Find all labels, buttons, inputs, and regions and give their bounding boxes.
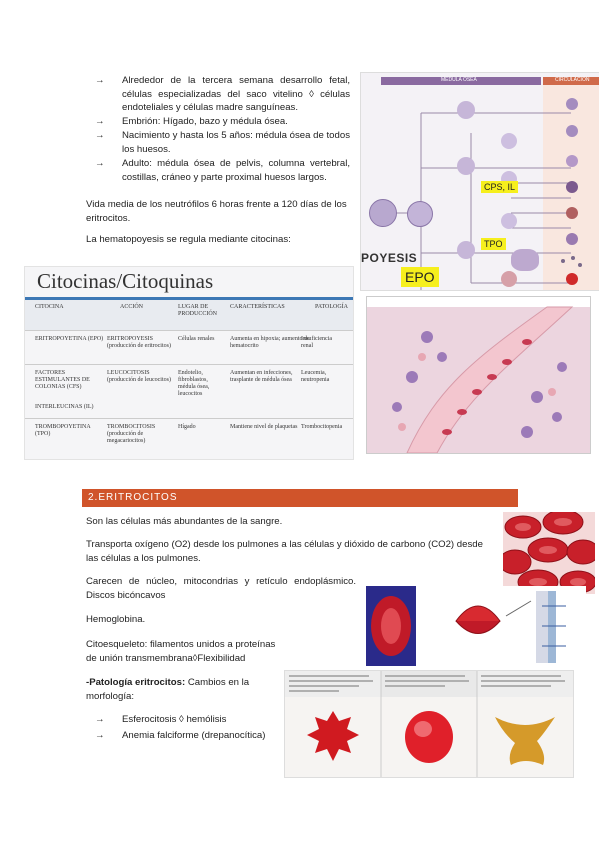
title-underline bbox=[25, 297, 353, 300]
table-header-cell: LUGAR DE PRODUCCIÓN bbox=[178, 304, 218, 317]
paragraph-regulacion: La hematopoyesis se regula mediante cito… bbox=[86, 234, 291, 245]
table-row-divider bbox=[25, 418, 353, 419]
eritrocitos-p3: Carecen de núcleo, mitocondrias y retícu… bbox=[86, 576, 356, 601]
bullet-arrow: → bbox=[95, 730, 105, 741]
table-cell: INTERLEUCINAS (IL) bbox=[35, 404, 94, 410]
label-cps-il: CPS, IL bbox=[481, 181, 519, 193]
table-cell: TROMBOPOYETINA (TPO) bbox=[35, 424, 91, 437]
monocyte-cell bbox=[566, 125, 578, 137]
section-header-text: 2.ERITROCITOS bbox=[88, 492, 178, 503]
table-row-divider bbox=[25, 364, 353, 365]
label-poyesis: POYESIS bbox=[361, 251, 418, 265]
patologia-label: -Patología eritrocitos: bbox=[86, 677, 186, 688]
table-cell: Leucemia, neutropenia bbox=[301, 370, 330, 383]
table-header-cell: CITOCINA bbox=[35, 304, 64, 310]
table-cell: Endotelio, fibroblastos, médula ósea, le… bbox=[178, 370, 210, 397]
bullet-arrow: → bbox=[95, 75, 105, 86]
platelet-cell bbox=[571, 256, 575, 260]
erythroblast-cell bbox=[501, 271, 517, 287]
paragraph-vida-media: Vida media de los neutrófilos 6 horas fr… bbox=[86, 199, 347, 224]
bullet-text-adulto: Adulto: médula ósea de pelvis, columna v… bbox=[122, 158, 350, 183]
tissue-illustration bbox=[367, 297, 590, 453]
eritrocitos-p2: Transporta oxígeno (O2) desde los pulmon… bbox=[86, 539, 483, 564]
table-cell: ERITROPOYETINA (EPO) bbox=[35, 336, 104, 342]
rbc-structure-diagram bbox=[366, 586, 586, 666]
table-cell: Trombocitopenia bbox=[301, 424, 343, 430]
citocinas-table-figure: Citocinas/Citoquinas CITOCINA ACCIÓN LUG… bbox=[24, 266, 354, 460]
myeloid-cell bbox=[457, 157, 475, 175]
table-cell: ERITROPOYESIS (producción de eritrocitos… bbox=[107, 336, 171, 349]
citocinas-title: Citocinas/Citoquinas bbox=[37, 269, 214, 293]
figure-header-circulacion: CIRCULACIÓN bbox=[543, 77, 599, 85]
table-cell: Aumenta en hipoxia; aumento de hematocri… bbox=[230, 336, 310, 349]
table-cell: FACTORES ESTIMULANTES DE COLONIAS (CFS) bbox=[35, 370, 90, 390]
bullet-arrow: → bbox=[95, 714, 105, 725]
lymphocyte-cell bbox=[566, 98, 578, 110]
table-cell: TROMBOCITOSIS (producción de megacarioci… bbox=[107, 424, 156, 444]
rbc-morphology-svg bbox=[285, 671, 573, 777]
platelet-cell bbox=[578, 263, 582, 267]
red-blood-cell bbox=[566, 273, 578, 285]
table-cell: Mantiene nivel de plaquetas bbox=[230, 424, 298, 430]
table-header-cell: ACCIÓN bbox=[120, 304, 144, 310]
bullet-text-nacimiento: Nacimiento y hasta los 5 años: médula ós… bbox=[122, 130, 350, 155]
bullet-text-embrion: Embrión: Hígado, bazo y médula ósea. bbox=[122, 116, 288, 127]
eritrocitos-p5: Citoesqueleto: filamentos unidos a prote… bbox=[86, 639, 276, 664]
stem-cell bbox=[369, 199, 397, 227]
bullet-text-fetal: Alrededor de la tercera semana desarroll… bbox=[122, 75, 350, 114]
bullet-anemia-falciforme: Anemia falciforme (drepanocítica) bbox=[122, 730, 266, 741]
bullet-esferocitosis: Esferocitosis ◊ hemólisis bbox=[122, 714, 227, 725]
progenitor-cell bbox=[407, 201, 433, 227]
precursor-cell bbox=[501, 213, 517, 229]
table-row-divider bbox=[25, 330, 353, 331]
macrophage-cell bbox=[566, 233, 578, 245]
red-blood-cells-image bbox=[503, 512, 595, 594]
figure-header-medula: MÉDULA ÓSEA bbox=[381, 77, 541, 85]
label-epo: EPO bbox=[401, 267, 439, 287]
bone-marrow-tissue-figure bbox=[366, 296, 591, 454]
table-cell: Células renales bbox=[178, 336, 215, 342]
eritrocitos-p6: -Patología eritrocitos: Cambios en la mo… bbox=[86, 676, 266, 703]
patologia-rest: Cambios en la morfología: bbox=[86, 677, 250, 702]
eritrocitos-p1: Son las células más abundantes de la san… bbox=[86, 516, 283, 527]
bullet-arrow: → bbox=[95, 116, 105, 127]
eritrocitos-p4: Hemoglobina. bbox=[86, 614, 146, 625]
basophil-cell bbox=[566, 181, 578, 193]
megakaryocyte-cell bbox=[511, 249, 539, 271]
table-cell: LEUCOCITOSIS (producción de leucocitos) bbox=[107, 370, 171, 383]
rbc-cluster bbox=[503, 512, 595, 594]
bullet-arrow: → bbox=[95, 158, 105, 169]
rbc-structure-svg bbox=[366, 586, 566, 666]
bullet-arrow: → bbox=[95, 130, 105, 141]
table-cell: Aumentan en infecciones, trasplante de m… bbox=[230, 370, 293, 383]
table-cell: Hígado bbox=[178, 424, 196, 430]
erythroid-cell bbox=[457, 241, 475, 259]
table-header-cell: CARACTERÍSTICAS bbox=[230, 304, 285, 310]
platelet-cell bbox=[561, 259, 565, 263]
section-header-eritrocitos: 2.ERITROCITOS bbox=[82, 489, 518, 507]
label-tpo: TPO bbox=[481, 238, 506, 250]
neutrophil-cell bbox=[566, 155, 578, 167]
myeloid-cell bbox=[457, 101, 475, 119]
table-header-cell: PATOLOGÍA bbox=[315, 304, 349, 310]
precursor-cell bbox=[501, 133, 517, 149]
eosinophil-cell bbox=[566, 207, 578, 219]
rbc-morphology-figure bbox=[284, 670, 574, 778]
table-cell: Insuficiencia renal bbox=[301, 336, 332, 349]
hematopoiesis-figure: MÉDULA ÓSEA CIRCULACIÓN bbox=[360, 72, 599, 291]
table-header-row bbox=[25, 300, 353, 330]
